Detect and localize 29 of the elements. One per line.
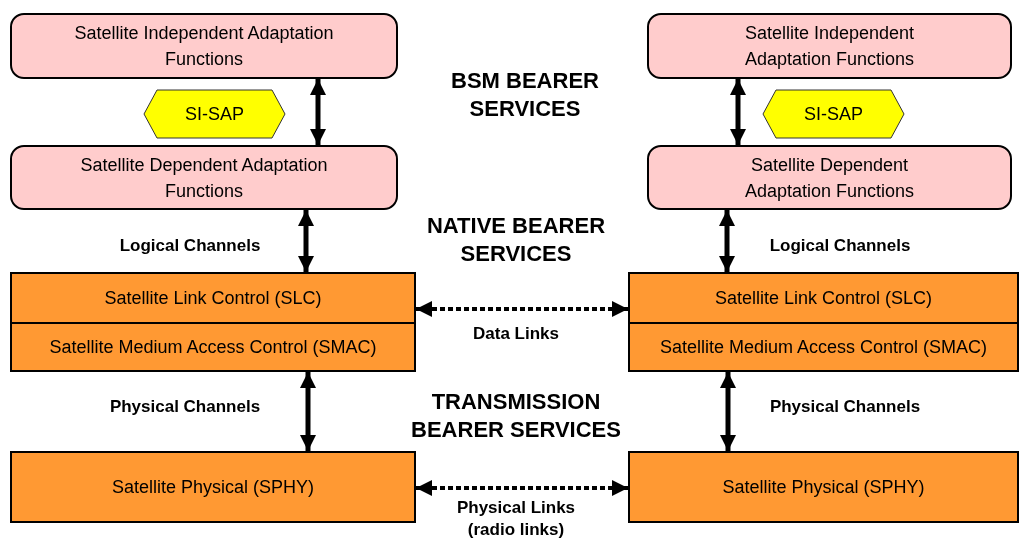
double-arrow (720, 372, 736, 451)
double-arrow (300, 372, 316, 451)
access-point-hexagon: SI-SAP (762, 89, 905, 139)
edge-label: Logical Channels (769, 235, 911, 257)
edge-label: Physical Channels (109, 396, 261, 418)
edge-label: Physical Channels (769, 396, 921, 418)
edge-label: Physical Links (radio links) (455, 497, 577, 541)
layer-box: Satellite Physical (SPHY) (10, 451, 416, 523)
edge-label: Data Links (473, 323, 559, 345)
layer-box: Satellite Physical (SPHY) (628, 451, 1019, 523)
layer-heading: NATIVE BEARER SERVICES (425, 212, 607, 268)
function-box: Satellite Dependent Adaptation Functions (647, 145, 1012, 210)
layer-heading: BSM BEARER SERVICES (450, 67, 600, 123)
edge-label: Logical Channels (119, 235, 261, 257)
double-arrow (719, 210, 735, 272)
layer-box: Satellite Link Control (SLC) (628, 272, 1019, 324)
access-point-hexagon: SI-SAP (143, 89, 286, 139)
double-arrow (298, 210, 314, 272)
layer-heading: TRANSMISSION BEARER SERVICES (410, 388, 622, 444)
function-box: Satellite Independent Adaptation Functions (647, 13, 1012, 79)
dashed-double-arrow (416, 480, 628, 496)
layer-box: Satellite Medium Access Control (SMAC) (10, 322, 416, 372)
double-arrow (310, 79, 326, 145)
function-box: Satellite Independent Adaptation Functions (10, 13, 398, 79)
function-box: Satellite Dependent Adaptation Functions (10, 145, 398, 210)
layer-box: Satellite Medium Access Control (SMAC) (628, 322, 1019, 372)
dashed-double-arrow (416, 301, 628, 317)
layer-box: Satellite Link Control (SLC) (10, 272, 416, 324)
double-arrow (730, 79, 746, 145)
